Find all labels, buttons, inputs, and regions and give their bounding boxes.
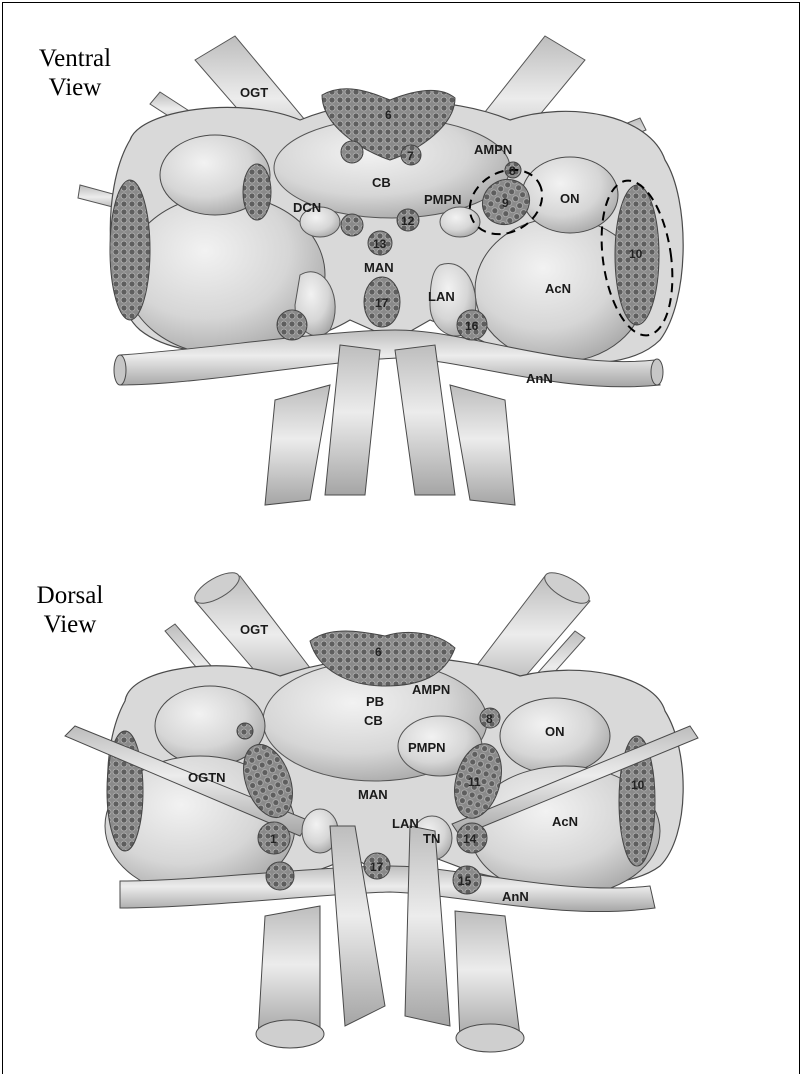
num-10: 10: [631, 778, 645, 792]
label-man: MAN: [358, 787, 388, 802]
dorsal-brain-diagram: OGT AMPN PB CB PMPN ON OGTN MAN LAN TN A…: [0, 536, 804, 1076]
num-17: 17: [370, 860, 384, 874]
label-acn: AcN: [552, 814, 578, 829]
cluster-left-lower: [277, 310, 307, 340]
num-8: 8: [509, 164, 516, 178]
cluster-small-upper-left: [341, 141, 363, 163]
num-12: 12: [401, 214, 415, 228]
lower-mid-right-leg: [395, 345, 455, 495]
num-16: 16: [465, 319, 479, 333]
left-upper-cells: [243, 164, 271, 220]
label-ogt: OGT: [240, 85, 268, 100]
label-pmpn: PMPN: [408, 740, 446, 755]
cluster-left-upper: [237, 723, 253, 739]
lower-left-leg: [258, 906, 320, 1036]
num-7: 7: [407, 149, 414, 163]
num-6: 6: [375, 645, 382, 659]
left-lateral-cells: [110, 180, 150, 320]
num-8: 8: [486, 712, 493, 726]
num-14: 14: [463, 832, 477, 846]
label-ampn: AMPN: [412, 682, 450, 697]
label-ann: AnN: [526, 371, 553, 386]
num-13: 13: [373, 237, 387, 251]
num-17: 17: [375, 296, 389, 310]
cluster-left-12: [341, 214, 363, 236]
num-9: 9: [502, 196, 509, 210]
label-ogtn: OGTN: [188, 770, 226, 785]
num-10: 10: [629, 247, 643, 261]
label-on: ON: [560, 191, 580, 206]
label-pmpn: PMPN: [424, 192, 462, 207]
label-lan: LAN: [428, 289, 455, 304]
label-tn: TN: [423, 831, 440, 846]
label-ampn: AMPN: [474, 142, 512, 157]
label-man: MAN: [364, 260, 394, 275]
num-6: 6: [385, 108, 392, 122]
lower-right-leg: [450, 385, 515, 505]
label-cb: CB: [364, 713, 383, 728]
ann-right-end: [651, 359, 663, 385]
num-15: 15: [458, 874, 472, 888]
label-acn: AcN: [545, 281, 571, 296]
label-ogt: OGT: [240, 622, 268, 637]
ventral-brain-diagram: OGT AMPN CB PMPN DCN ON MAN LAN AcN AnN …: [0, 0, 804, 540]
ann-left-end: [114, 355, 126, 385]
label-pb: PB: [366, 694, 384, 709]
label-cb: CB: [372, 175, 391, 190]
label-on: ON: [545, 724, 565, 739]
label-lan: LAN: [392, 816, 419, 831]
lower-left-leg: [265, 385, 330, 505]
num-11: 11: [468, 775, 481, 789]
num-1: 1: [270, 832, 277, 846]
lower-right-leg-end: [456, 1024, 524, 1052]
label-ann: AnN: [502, 889, 529, 904]
label-dcn: DCN: [293, 200, 321, 215]
lower-mid-left-leg: [325, 345, 380, 495]
lower-right-leg: [455, 911, 520, 1041]
cluster-left-lower: [266, 862, 294, 890]
lower-left-leg-end: [256, 1020, 324, 1048]
